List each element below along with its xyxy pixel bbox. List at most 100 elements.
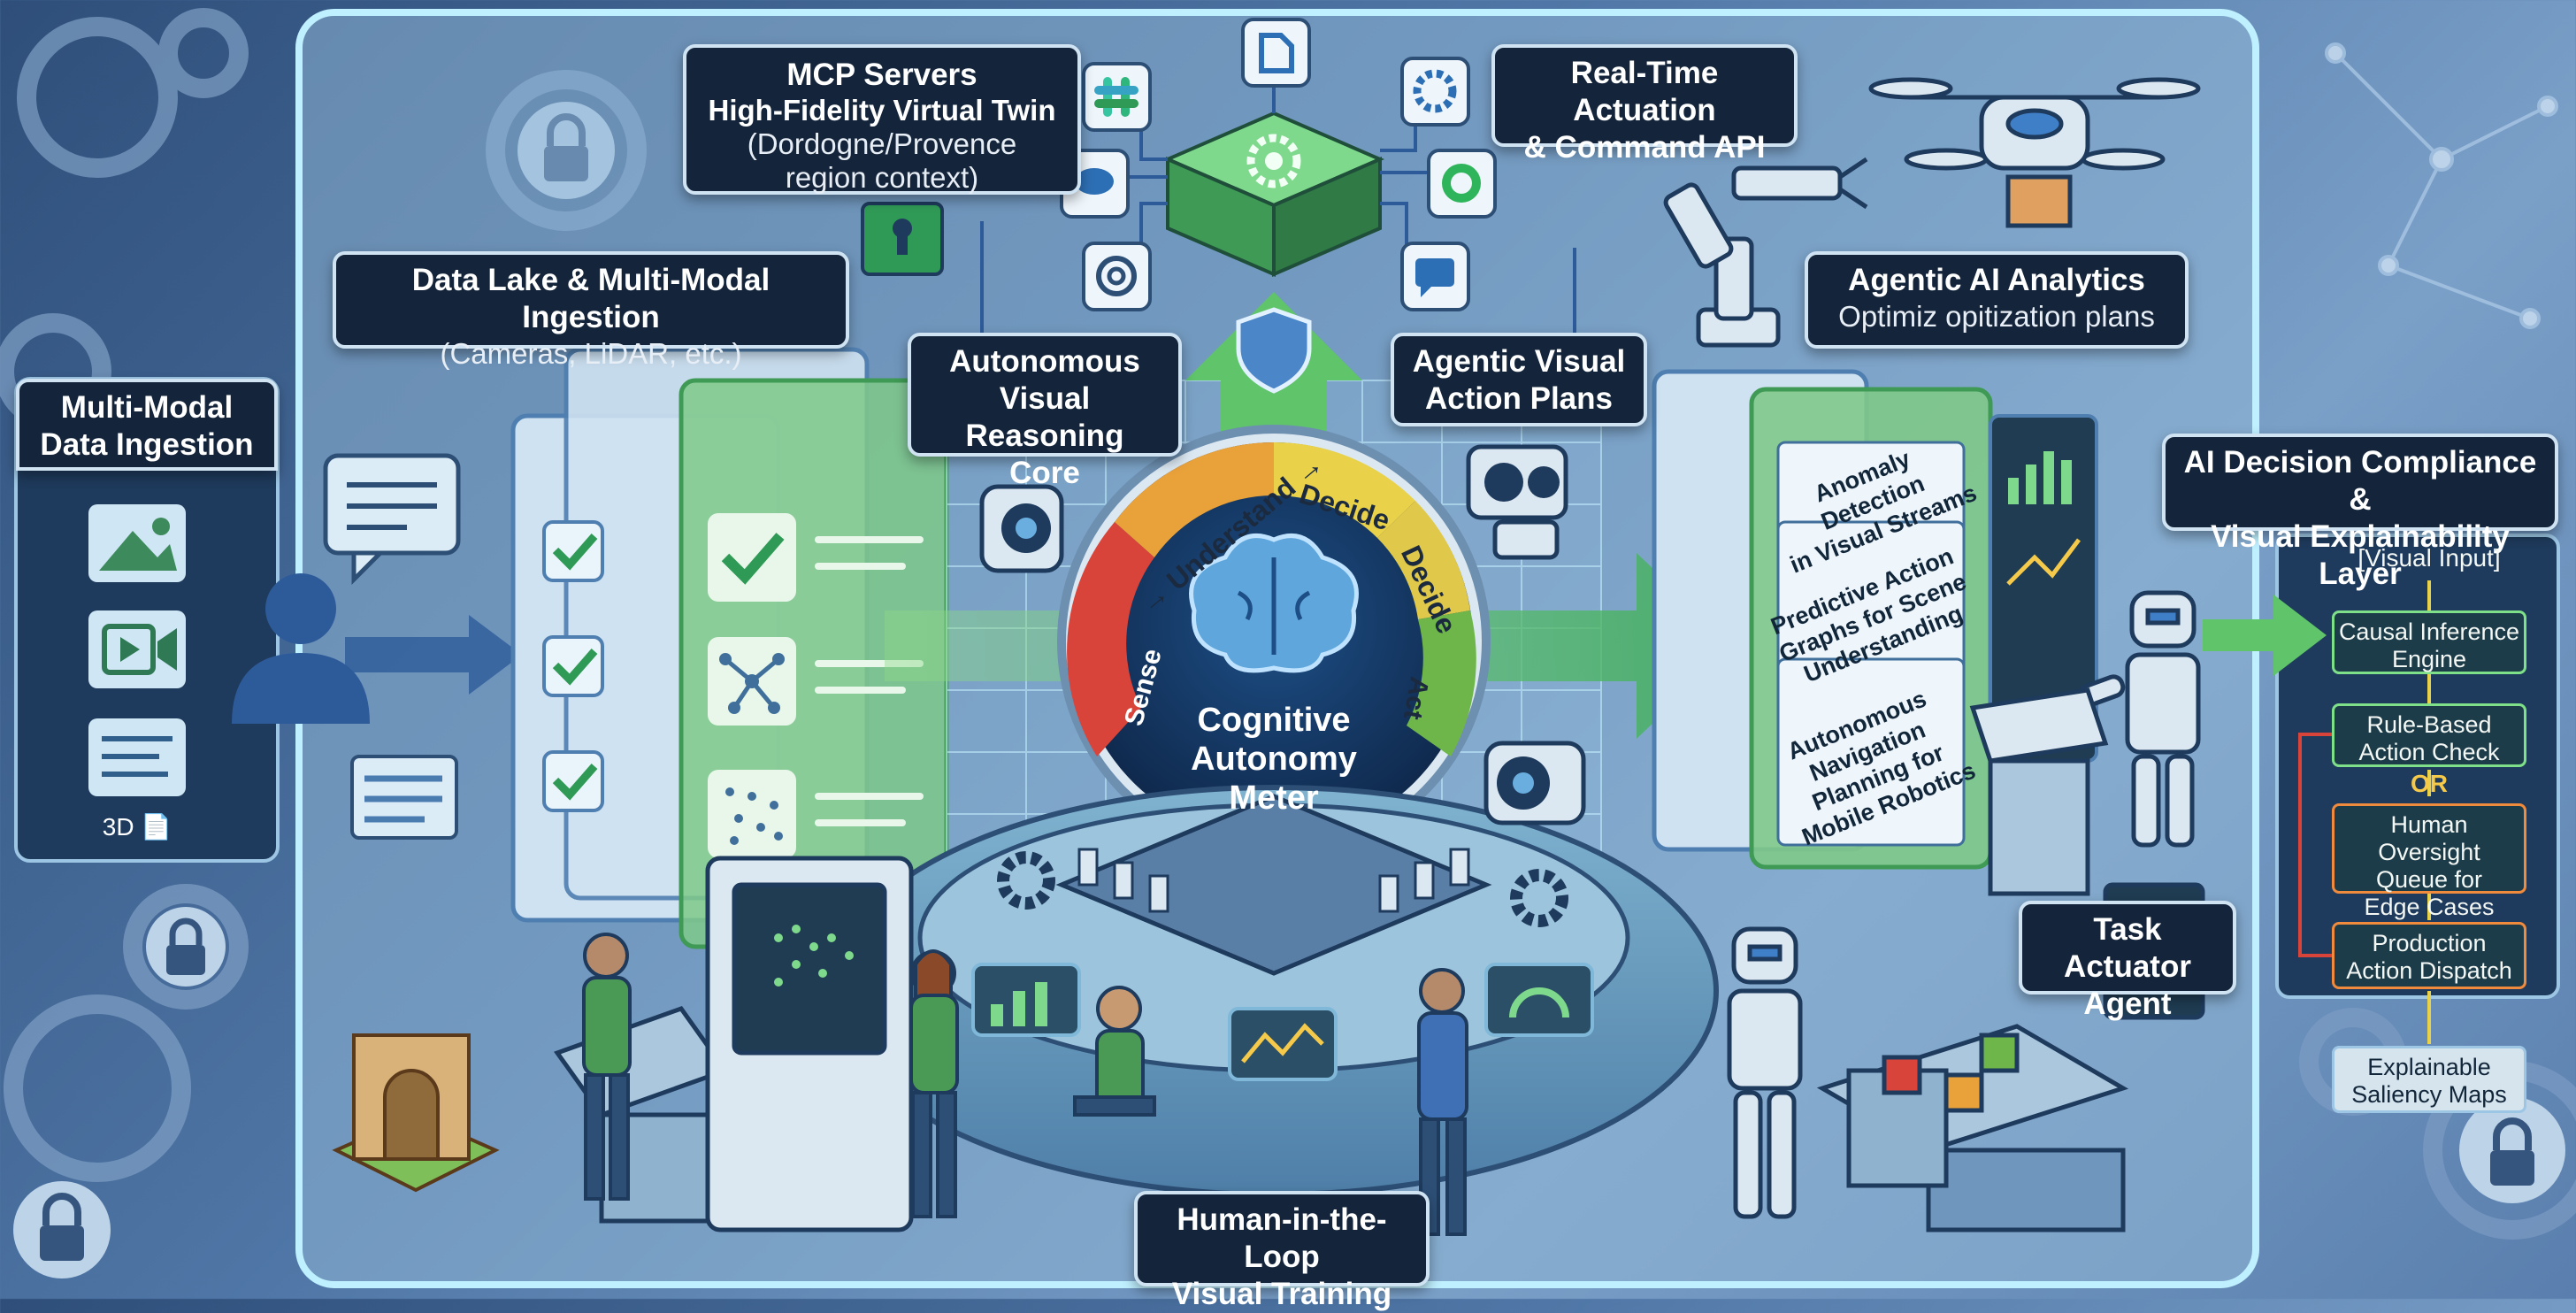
flow-line: Explainable [2367, 1054, 2491, 1080]
callout-title: Task Actuator [2064, 912, 2191, 984]
slack-icon [1082, 62, 1152, 132]
lock-gear-icon [2459, 1097, 2565, 1203]
realtime-api-callout: Real-Time Actuation & Command API [1491, 44, 1798, 165]
person-icon [582, 933, 632, 1201]
gear-icon [1246, 134, 1301, 188]
document-icon [88, 718, 186, 796]
human-loop-callout: Human-in-the-Loop Visual Training [1134, 1191, 1430, 1311]
callout-title: Multi-Modal [60, 390, 234, 425]
callout-subtitle: Optimiz opitization plans [1838, 300, 2155, 333]
callout-title: Autonomous [949, 344, 1140, 379]
agentic-plans-callout: Agentic Visual Action Plans [1391, 333, 1647, 426]
checkmark-icon [708, 513, 796, 602]
flow-line: Queue for [2375, 866, 2483, 893]
keyhole-icon [861, 202, 944, 276]
list-lines [815, 536, 924, 826]
drone-icon [1868, 77, 2201, 228]
callout-title: AI Decision Compliance & [2183, 445, 2537, 517]
gear-icon [1400, 57, 1470, 127]
document-icon [1241, 18, 1311, 88]
threed-label: 3D 📄 [102, 813, 172, 841]
image-icon [88, 504, 186, 582]
callout-subtitle: (Cameras, LiDAR, etc.) [440, 337, 742, 370]
openai-icon [1082, 242, 1152, 311]
lock-gear-icon [13, 1181, 111, 1278]
document-icon [350, 755, 458, 840]
flow-loop [2298, 733, 2332, 957]
mcp-servers-callout: MCP Servers High-Fidelity Virtual Twin (… [683, 44, 1081, 195]
meter-line: Cognitive [1197, 702, 1351, 739]
flow-visual-input: [Visual Input] [2358, 544, 2501, 572]
analytics-callout: Agentic AI Analytics Optimiz opitization… [1805, 251, 2189, 349]
brain-icon [1189, 534, 1359, 673]
gear-icon [997, 851, 1568, 927]
camera-icon [979, 484, 1064, 573]
callout-title: Real-Time Actuation [1570, 56, 1719, 127]
camera-icon [1466, 444, 1568, 560]
flow-causal-engine: Causal Inference Engine [2332, 610, 2526, 674]
autonomous-core-callout: Autonomous Visual Reasoning Core [908, 333, 1182, 490]
callout-subtitle: (Dordogne/Provence [747, 127, 1017, 160]
person-icon [1417, 968, 1468, 1236]
callout-title: Visual Training [1171, 1277, 1392, 1311]
shield-icon [1236, 307, 1312, 394]
chart-icon [971, 963, 1594, 1081]
flow-or: OR [2411, 770, 2448, 797]
person-icon [1073, 986, 1156, 1117]
video-icon [88, 610, 186, 688]
flow-saliency-maps: Explainable Saliency Maps [2332, 1046, 2526, 1113]
task-actuator-callout: Task Actuator Agent [2019, 901, 2236, 1021]
stone-arch-model [332, 1033, 500, 1193]
flow-line: Human Oversight [2378, 811, 2480, 865]
lock-gear-icon [146, 907, 226, 987]
callout-title: Core [1009, 456, 1080, 490]
multimodal-callout: Multi-Modal Data Ingestion [16, 379, 278, 471]
compliance-callout: AI Decision Compliance & Visual Explaina… [2162, 434, 2558, 591]
compliance-arrow [2203, 595, 2327, 676]
podium [1969, 687, 2109, 896]
callout-title: Visual Reasoning [965, 381, 1124, 453]
camera-icon [1484, 741, 1586, 825]
chat-icon [323, 453, 461, 586]
flow-human-queue: Human Oversight Queue for Edge Cases [2332, 803, 2526, 920]
robot-icon [1727, 926, 1803, 1219]
flow-rule-check: Rule-Based Action Check [2332, 703, 2526, 767]
network-icon [774, 925, 854, 987]
flow-line: Rule-Based [2366, 711, 2492, 738]
callout-title: Agentic Visual [1412, 344, 1626, 379]
flow-line: Engine [2391, 646, 2467, 672]
flow-production-dispatch: Production Action Dispatch [2332, 922, 2526, 989]
network-icon [708, 637, 796, 726]
callout-title: Agent [2083, 987, 2172, 1021]
chat-icon [1400, 242, 1470, 311]
meter-line: Autonomy [1191, 741, 1357, 778]
meter-line: Meter [1229, 779, 1319, 817]
network-icon [708, 770, 796, 858]
flow-line: Causal Inference [2338, 618, 2520, 645]
user-icon [232, 573, 370, 724]
analytics-panels [1652, 369, 2098, 870]
robot-icon [2077, 590, 2201, 848]
whatsapp-icon [1427, 149, 1497, 219]
background-network-right [2325, 42, 2558, 329]
callout-title: High-Fidelity Virtual Twin [708, 94, 1056, 127]
ingestion-arrow [345, 615, 522, 695]
meter-label: Cognitive Autonomy Meter [1168, 701, 1380, 818]
data-lake-callout: Data Lake & Multi-Modal Ingestion (Camer… [333, 251, 849, 370]
checkmark-icon [542, 520, 604, 812]
mcp-server-cube [1162, 111, 1385, 278]
callout-title: Human-in-the-Loop [1177, 1202, 1387, 1274]
flow-line: Action Check [2358, 739, 2500, 765]
flow-line: Action Dispatch [2346, 957, 2512, 984]
callout-title: Data Lake & Multi-Modal Ingestion [411, 263, 770, 334]
flow-line: Production [2372, 930, 2487, 956]
callout-title: Agentic AI Analytics [1848, 263, 2145, 297]
robot-arm-icon [1663, 157, 1868, 348]
callout-title: & Command API [1523, 130, 1766, 165]
callout-title: MCP Servers [786, 58, 978, 92]
person-icon [909, 949, 959, 1218]
callout-title: Visual Explainability Layer [2211, 519, 2510, 591]
callout-title: Action Plans [1425, 381, 1613, 416]
callout-subtitle: region context) [785, 161, 979, 194]
